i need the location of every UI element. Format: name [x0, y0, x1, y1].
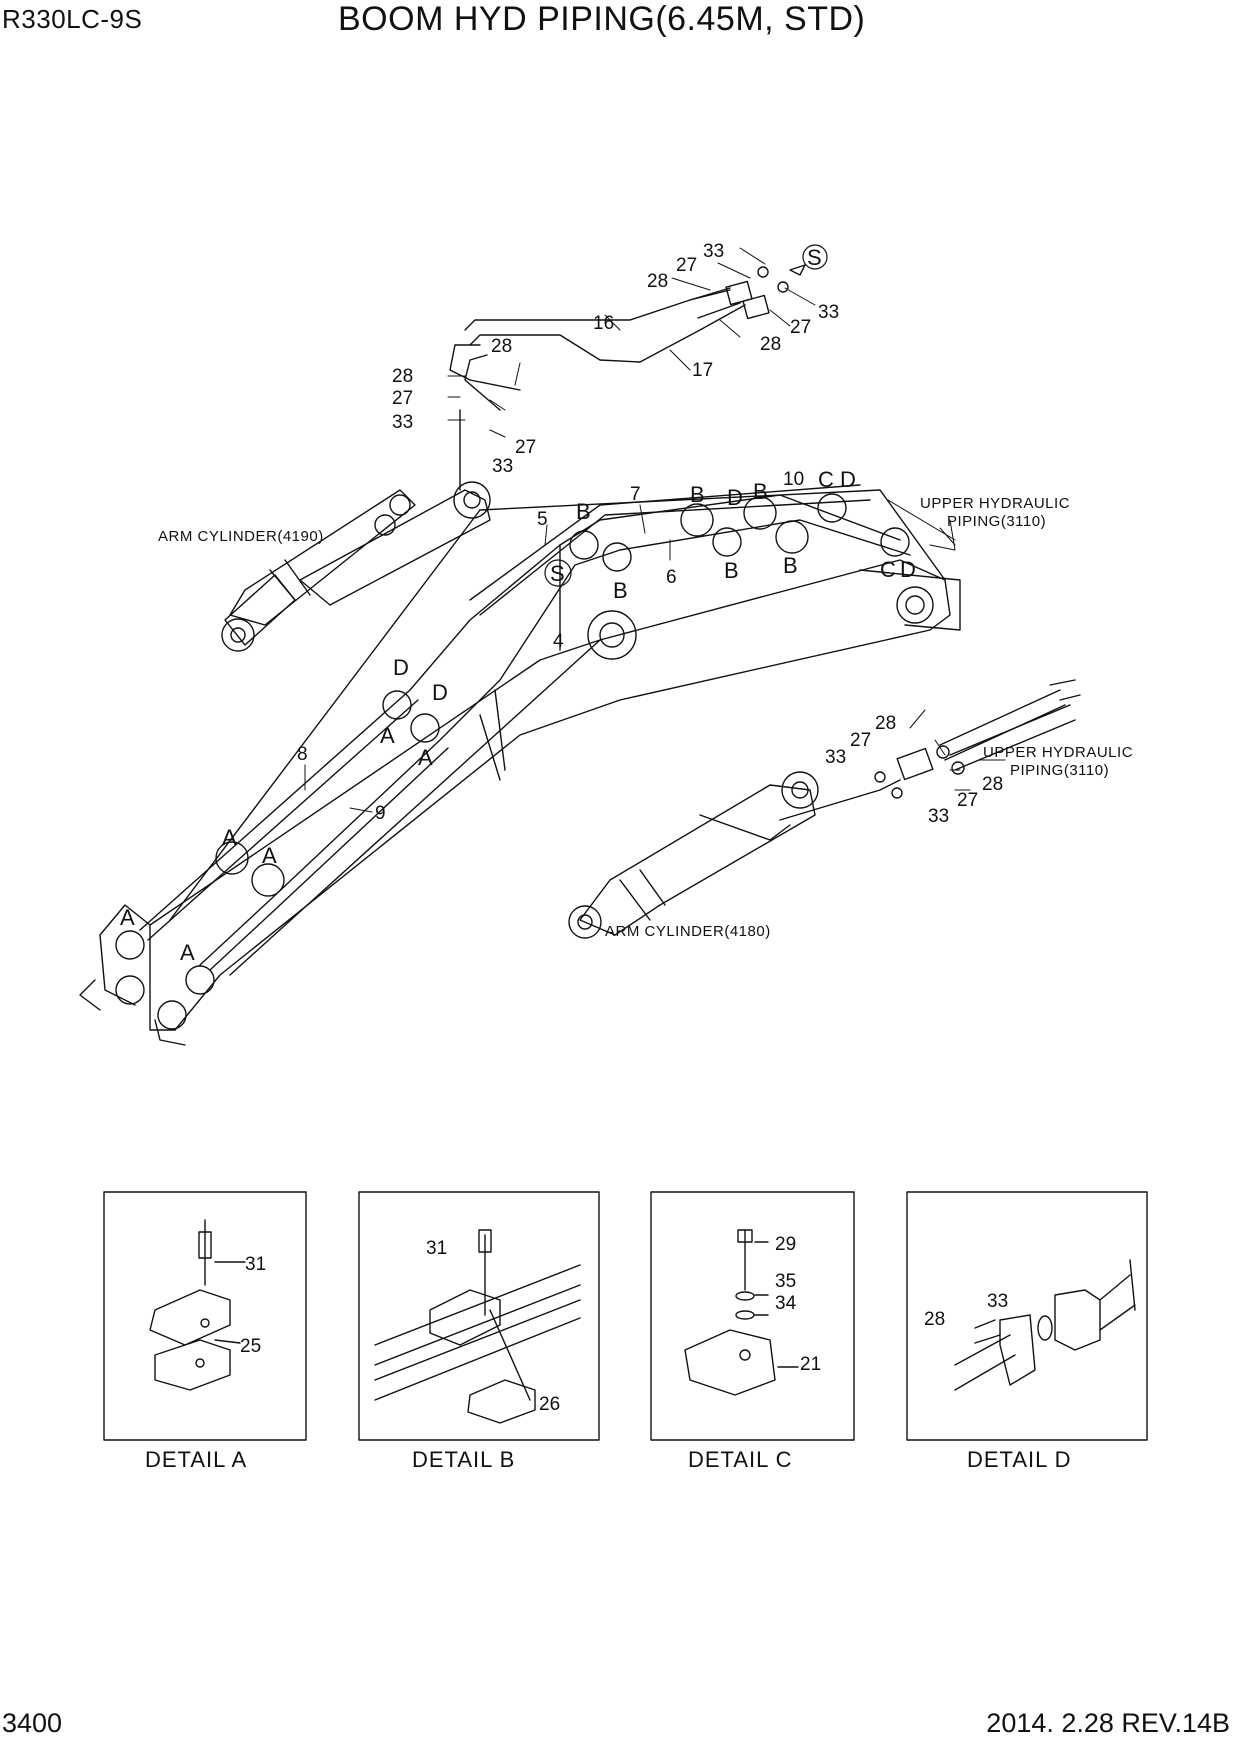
note-upper-hyd-right-1: UPPER HYDRAULIC	[983, 744, 1133, 761]
callout-33d: 33	[492, 456, 513, 477]
callout-b4: B	[613, 578, 628, 603]
detail-d-part-28: 28	[924, 1309, 945, 1330]
detail-a-art	[149, 1219, 246, 1391]
callout-16: 16	[593, 313, 614, 334]
callout-b3: B	[576, 499, 591, 524]
callout-a4: A	[262, 843, 277, 868]
note-upper-hyd-top-2: PIPING(3110)	[947, 513, 1046, 530]
callout-28d: 28	[392, 366, 413, 387]
model-code: R330LC-9S	[2, 4, 143, 34]
callout-a5: A	[120, 905, 135, 930]
note-upper-hyd-right-2: PIPING(3110)	[1010, 762, 1109, 779]
detail-d-part-33: 33	[987, 1291, 1008, 1312]
detail-b-art	[374, 1229, 581, 1424]
svg-text:S: S	[550, 561, 565, 586]
callout-9: 9	[375, 803, 386, 824]
callout-27f: 27	[957, 790, 978, 811]
detail-b-label: DETAIL B	[412, 1447, 515, 1472]
detail-b-part-26: 26	[539, 1394, 560, 1415]
callout-d1: D	[727, 485, 743, 510]
note-arm-cylinder-left: ARM CYLINDER(4190)	[158, 528, 324, 545]
detail-a-part-25: 25	[240, 1336, 261, 1357]
leader-lines	[304, 247, 1006, 813]
boom-pipes	[139, 484, 911, 971]
revision-stamp: 2014. 2.28 REV.14B	[986, 1708, 1230, 1738]
note-upper-hyd-top-1: UPPER HYDRAULIC	[920, 495, 1070, 512]
detail-c-part-21: 21	[800, 1354, 821, 1375]
callout-c2: C	[880, 557, 896, 582]
callout-b1: B	[690, 482, 705, 507]
detail-d-frame	[906, 1191, 1148, 1441]
callout-b5: B	[724, 558, 739, 583]
callout-d2: D	[840, 467, 856, 492]
arm-cylinder-left	[221, 409, 491, 652]
callout-a6: A	[180, 940, 195, 965]
callout-s2: S	[544, 559, 572, 587]
callout-27c: 27	[392, 388, 413, 409]
callout-labels: 33 27 28 S 33 27 28 16 17 28 28 27 33 27…	[120, 241, 1133, 1472]
callout-27d: 27	[515, 437, 536, 458]
callout-28a: 28	[647, 271, 668, 292]
callout-33b: 33	[818, 302, 839, 323]
detail-c-label: DETAIL C	[688, 1447, 793, 1472]
callout-10: 10	[783, 469, 804, 490]
page-number: 3400	[2, 1708, 63, 1738]
page-title: BOOM HYD PIPING(6.45M, STD)	[338, 0, 866, 38]
detail-a-frame	[103, 1191, 307, 1441]
detail-b-frame	[358, 1191, 600, 1441]
callout-b6: B	[783, 553, 798, 578]
callout-d4: D	[393, 655, 409, 680]
callout-d3: D	[900, 557, 916, 582]
detail-c-part-35: 35	[775, 1271, 796, 1292]
arm-cylinder-right	[568, 747, 934, 939]
callout-33c: 33	[392, 412, 413, 433]
callout-4: 4	[553, 631, 564, 652]
detail-c-art	[684, 1229, 799, 1396]
callout-b2: B	[753, 479, 768, 504]
callout-s1: S	[802, 244, 828, 270]
callout-7: 7	[630, 484, 641, 505]
detail-c-part-34: 34	[775, 1293, 797, 1314]
detail-a-label: DETAIL A	[145, 1447, 247, 1472]
callout-28c: 28	[491, 336, 512, 357]
detail-d-label: DETAIL D	[967, 1447, 1072, 1472]
pipes-16-17	[449, 264, 806, 411]
callout-33f: 33	[928, 806, 949, 827]
callout-27a: 27	[676, 255, 697, 276]
detail-d-art	[954, 1259, 1136, 1391]
callout-28e: 28	[875, 713, 896, 734]
callout-28b: 28	[760, 334, 781, 355]
callout-27b: 27	[790, 317, 811, 338]
detail-c-part-29: 29	[775, 1234, 796, 1255]
clamp-markers	[115, 493, 910, 995]
svg-text:S: S	[807, 245, 822, 270]
callout-6: 6	[666, 567, 677, 588]
right-hoses	[936, 679, 1081, 775]
callout-27e: 27	[850, 730, 871, 751]
callout-a1: A	[380, 723, 395, 748]
note-arm-cylinder-right: ARM CYLINDER(4180)	[605, 923, 771, 940]
callout-c1: C	[818, 467, 834, 492]
callout-28f: 28	[982, 774, 1003, 795]
callout-d5: D	[432, 680, 448, 705]
callout-33a: 33	[703, 241, 724, 262]
callout-33e: 33	[825, 747, 846, 768]
callout-a3: A	[222, 825, 237, 850]
callout-a2: A	[418, 745, 433, 770]
detail-c-frame	[650, 1191, 855, 1441]
callout-5: 5	[537, 509, 548, 530]
callout-8: 8	[297, 744, 308, 765]
detail-b-part-31: 31	[426, 1238, 447, 1259]
detail-a-part-31: 31	[245, 1254, 266, 1275]
callout-17: 17	[692, 360, 713, 381]
